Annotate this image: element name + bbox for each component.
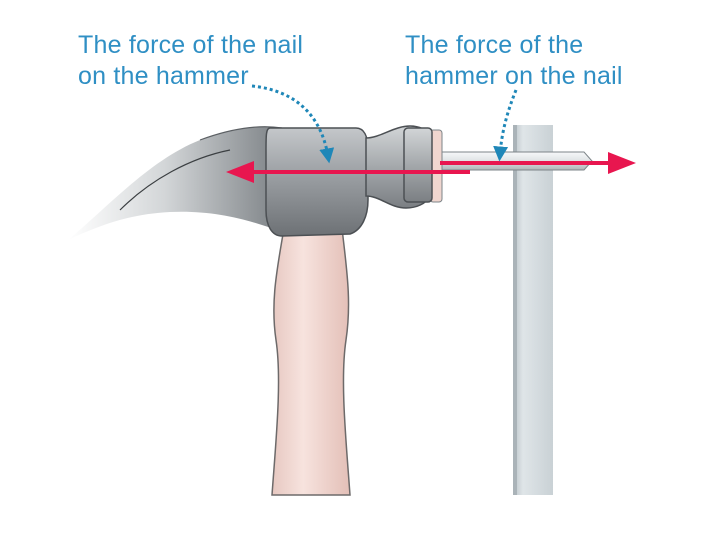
label-right-line1: The force of the bbox=[405, 30, 623, 61]
nail-icon bbox=[430, 130, 592, 202]
label-right-line2: hammer on the nail bbox=[405, 61, 623, 92]
label-left-line2: on the hammer bbox=[78, 61, 303, 92]
hammer-claw bbox=[68, 127, 282, 240]
label-force-nail-on-hammer: The force of the nail on the hammer bbox=[78, 30, 303, 92]
label-left-line1: The force of the nail bbox=[78, 30, 303, 61]
wall-board bbox=[513, 125, 553, 495]
hammer-handle bbox=[272, 228, 350, 495]
label-force-hammer-on-nail: The force of the hammer on the nail bbox=[405, 30, 623, 92]
hammer-icon bbox=[266, 126, 432, 236]
